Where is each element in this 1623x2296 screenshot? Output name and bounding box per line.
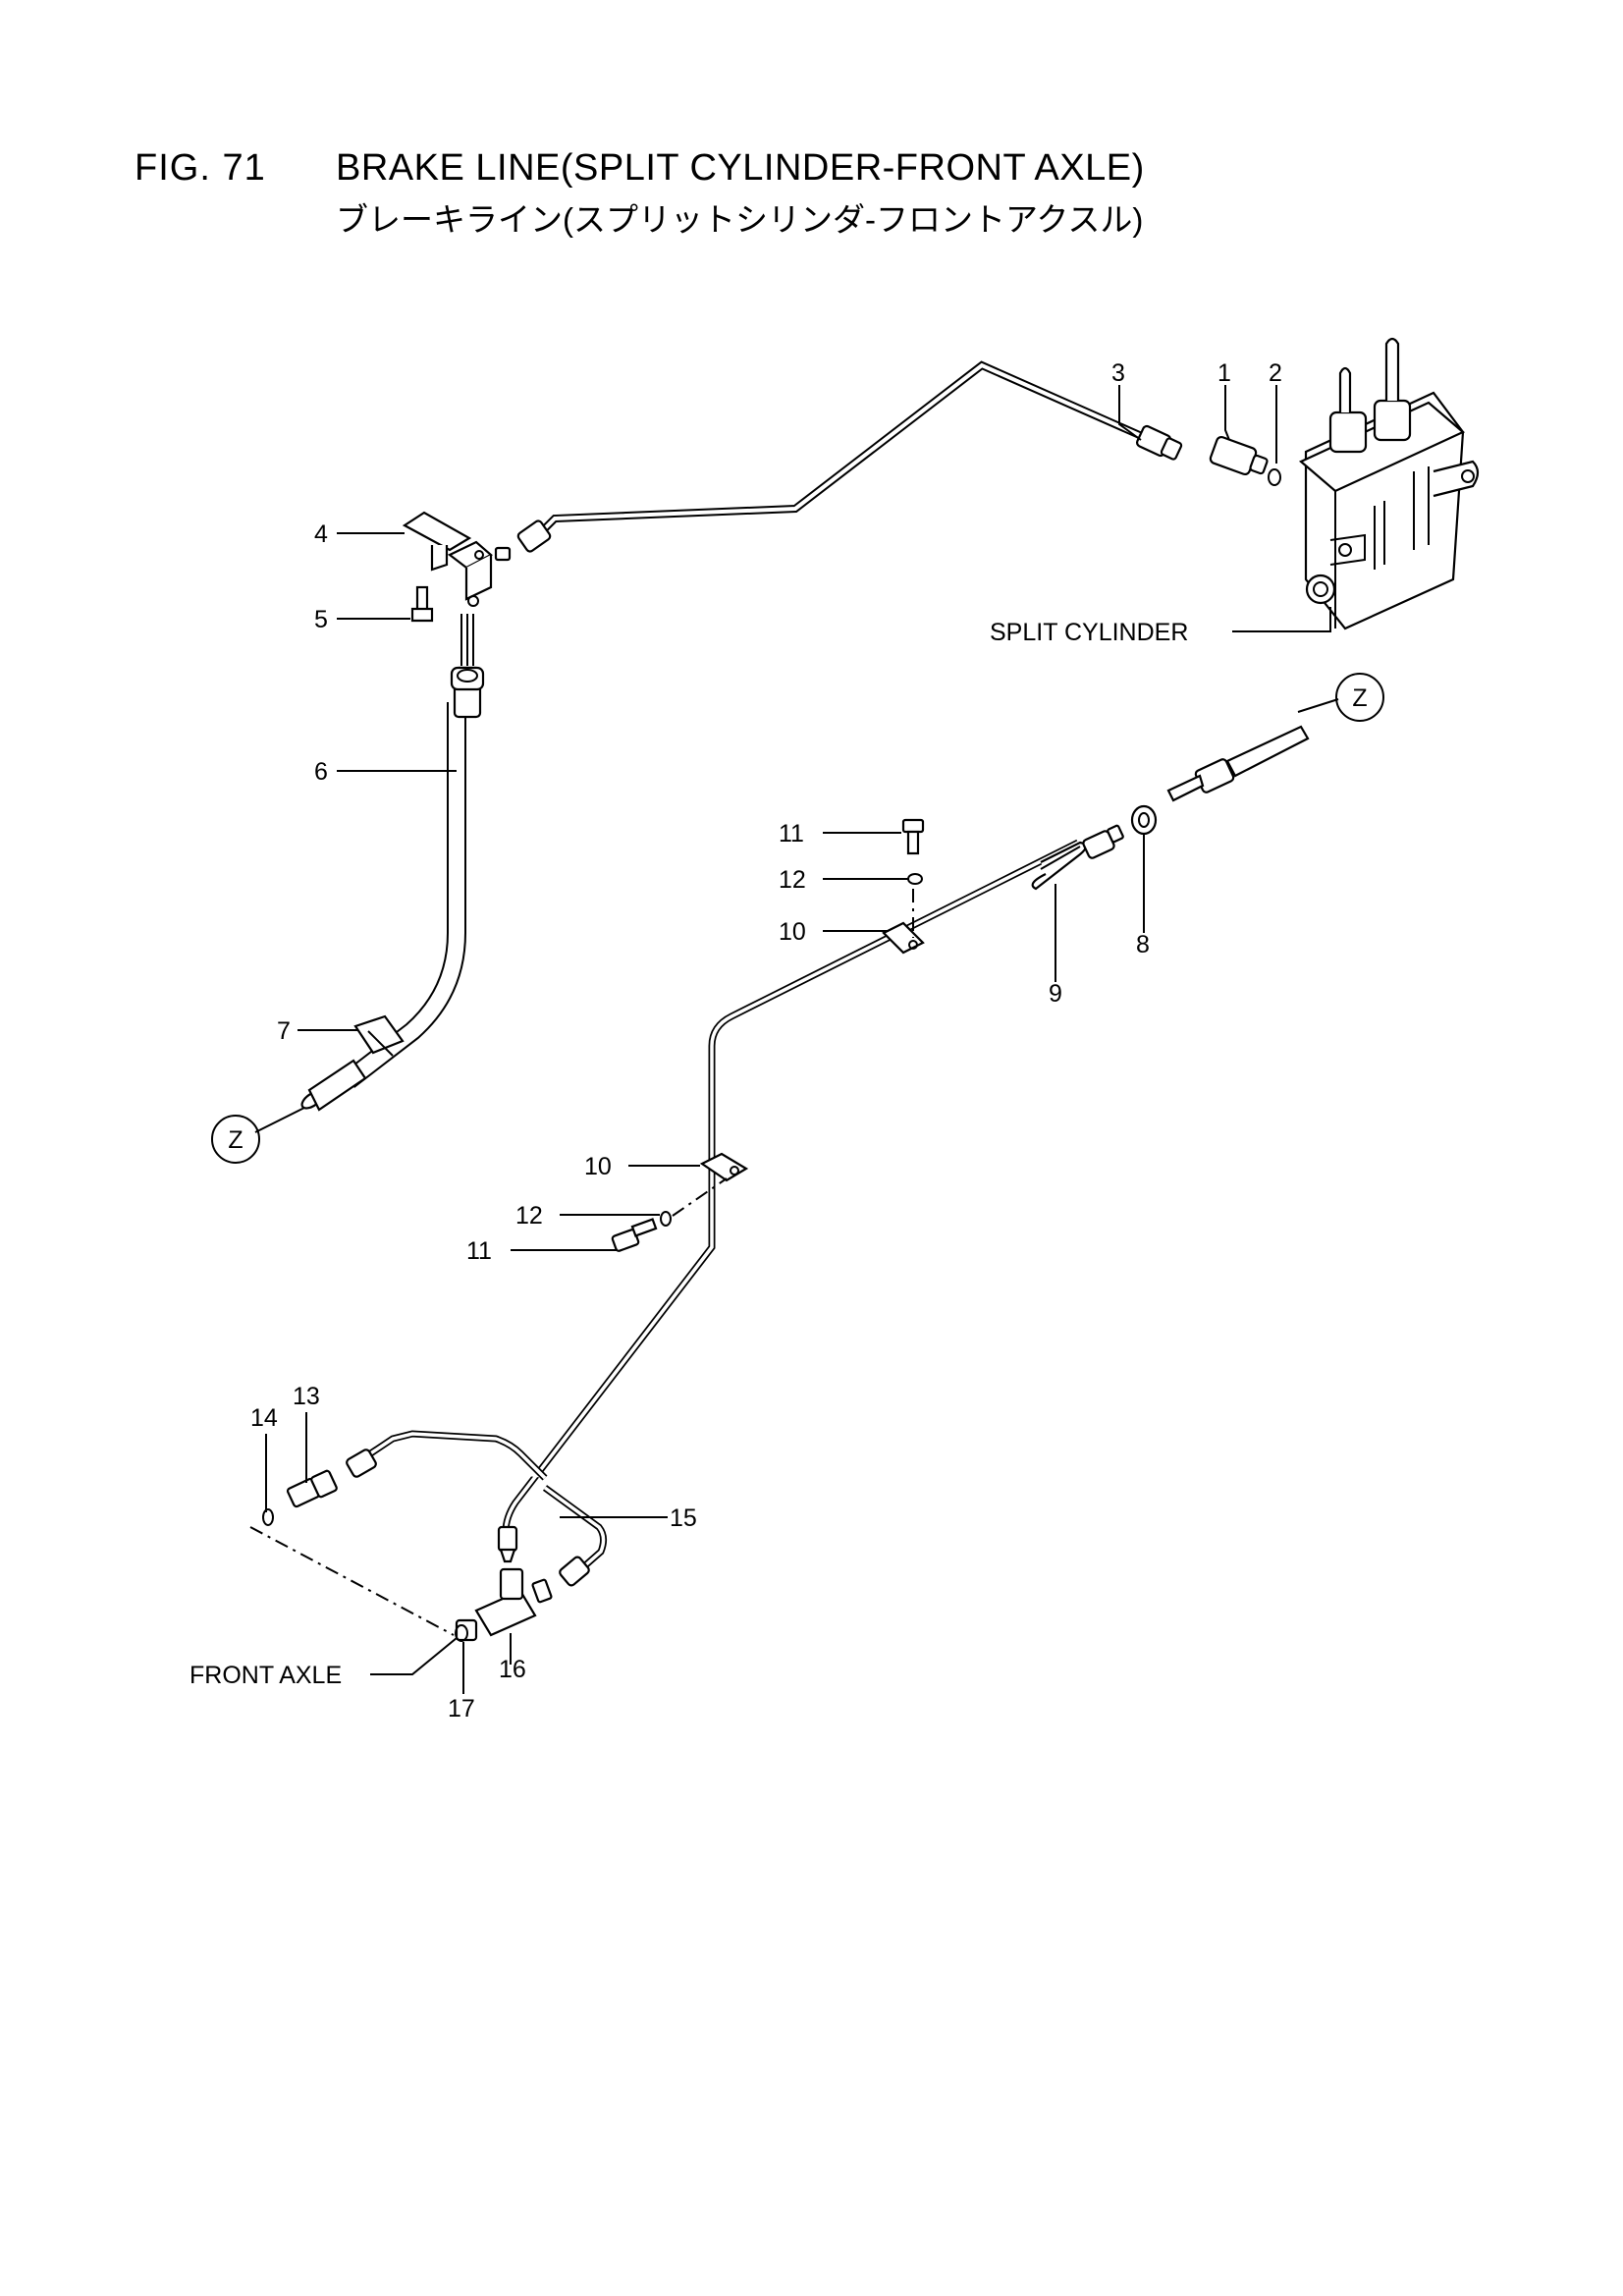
o-ring-2 [1268, 468, 1281, 486]
brake-pipe-3 [516, 360, 1183, 553]
bracket-4 [402, 511, 512, 607]
washer-12-lower [660, 1211, 672, 1227]
z-connection-mark-top: Z [1335, 673, 1384, 722]
brake-hose-6 [300, 614, 485, 1112]
fitting-1 [1209, 435, 1269, 476]
front-axle-reference-line [249, 1526, 455, 1636]
callout-14: 14 [250, 1404, 278, 1432]
svg-text:Z: Z [228, 1126, 243, 1154]
callout-16: 16 [499, 1656, 526, 1683]
split-cylinder-label: SPLIT CYLINDER [990, 619, 1188, 646]
figure-subtitle: ブレーキライン(スプリットシリンダ-フロントアクスル) [336, 201, 1144, 238]
callout-5: 5 [314, 606, 328, 633]
figure-number: FIG. 71 [135, 147, 266, 189]
callout-8: 8 [1136, 931, 1150, 958]
fitting-13 [286, 1469, 338, 1508]
svg-text:Z: Z [1352, 684, 1367, 712]
callout-10-upper: 10 [779, 918, 806, 946]
brake-pipe-15 [346, 1430, 608, 1587]
o-ring-14 [262, 1508, 274, 1526]
callout-3: 3 [1111, 359, 1125, 387]
z-connection-mark-left: Z [211, 1115, 260, 1164]
o-ring-17 [455, 1624, 468, 1642]
callout-4: 4 [314, 520, 328, 548]
callout-12-lower: 12 [515, 1202, 543, 1230]
washer-12-upper [907, 873, 923, 885]
figure-title: BRAKE LINE(SPLIT CYLINDER-FRONT AXLE) [336, 147, 1145, 189]
callout-11-lower: 11 [466, 1237, 492, 1265]
callout-10-lower: 10 [584, 1153, 612, 1180]
callout-15: 15 [670, 1504, 697, 1532]
front-axle-label: FRONT AXLE [189, 1662, 342, 1689]
bolt-11-lower [611, 1218, 658, 1252]
callout-9: 9 [1049, 980, 1062, 1008]
callout-6: 6 [314, 758, 328, 786]
callout-17: 17 [448, 1695, 475, 1722]
callout-numbers: 1 2 3 4 5 6 7 8 9 10 10 11 11 12 12 13 1… [250, 359, 1282, 1722]
nut-8 [1130, 804, 1158, 836]
callout-1: 1 [1217, 359, 1231, 387]
callout-11-upper: 11 [779, 820, 804, 847]
callout-12-upper: 12 [779, 866, 806, 894]
callout-2: 2 [1269, 359, 1282, 387]
brake-pipe-9 [497, 824, 1124, 1563]
bolt-5 [410, 585, 434, 623]
bolt-11-upper [901, 818, 925, 855]
clamp-7 [353, 1014, 405, 1057]
tee-fitting-16 [455, 1567, 553, 1642]
clamp-10-lower [699, 1152, 749, 1182]
brake-hose-z-top [1166, 725, 1310, 802]
callout-13: 13 [293, 1383, 320, 1410]
callout-7: 7 [277, 1017, 291, 1045]
axis-line-lower [672, 1177, 728, 1217]
leader-lines [254, 385, 1339, 1694]
split-cylinder-drawing [1298, 337, 1480, 630]
clamp-10-upper [882, 921, 925, 955]
